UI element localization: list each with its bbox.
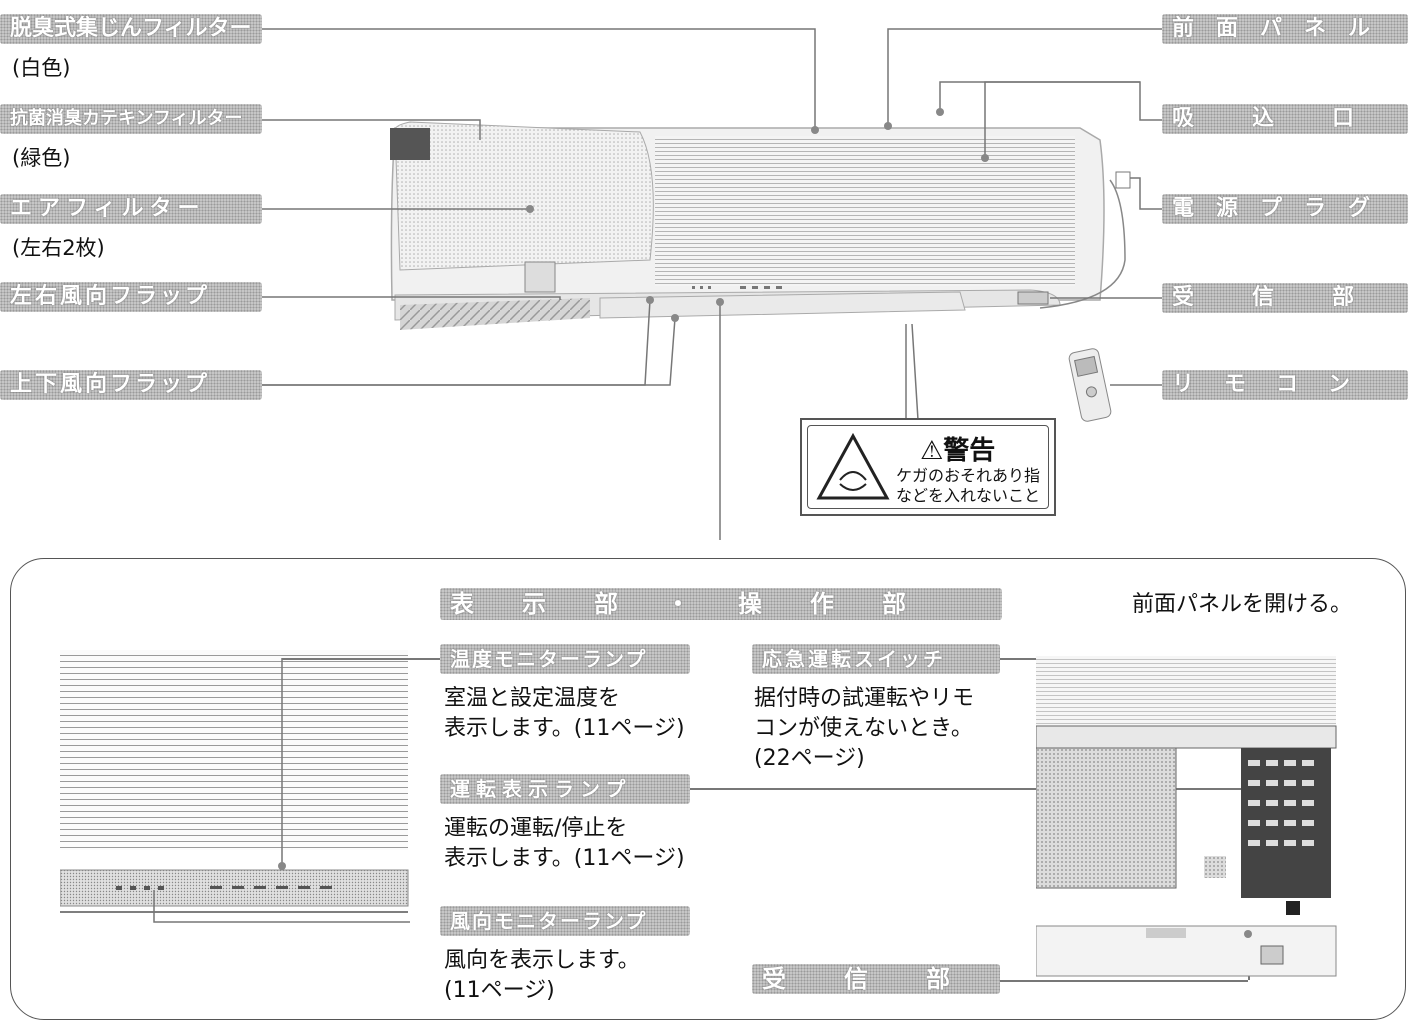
- temp-monitor-desc2: 表示します。(11ページ): [444, 716, 685, 741]
- direction-monitor-desc2: (11ページ): [444, 978, 555, 1003]
- flap-knob: [524, 261, 556, 293]
- run-lamp-desc1: 運転の運転/停止を: [444, 816, 628, 841]
- run-lamp-label: 運転表示ランプ: [440, 774, 690, 804]
- temp-monitor-leader: [282, 658, 442, 660]
- remote-control-illustration: [1068, 348, 1112, 422]
- warning-line2: などを入れないこと: [896, 486, 1041, 505]
- ud-flap-illustration: [599, 291, 966, 319]
- receiver-window: [1017, 291, 1049, 305]
- display-lamps: [692, 286, 782, 289]
- direction-monitor-desc1: 風向を表示します。: [444, 948, 640, 973]
- emergency-switch-label: 応急運転スイッチ: [752, 644, 1000, 674]
- air-filter-note: (左右2枚): [12, 236, 105, 260]
- catechin-filter-note: (緑色): [12, 146, 71, 170]
- ud-flap-label: 上下風向フラップ: [0, 370, 262, 400]
- air-filter-illustration: [394, 121, 654, 271]
- detail-receiver-label: 受信部: [752, 964, 1000, 994]
- warning-sticker: ⚠警告 ケガのおそれあり指 などを入れないこと: [800, 418, 1056, 516]
- warning-title: ⚠警告: [920, 436, 996, 466]
- receiver-label: 受信部: [1162, 283, 1408, 313]
- catechin-filter-label: 抗菌消臭カテキンフィルター: [0, 104, 262, 134]
- lr-flap-illustration: [400, 298, 590, 330]
- deodorizing-filter-label: 脱臭式集じんフィルター: [0, 14, 262, 44]
- receiver-leader: [1000, 980, 1248, 982]
- emergency-switch-desc1: 据付時の試運転やリモ: [754, 686, 975, 711]
- intake-label: 吸込口: [1162, 104, 1408, 134]
- detail-panel: [10, 558, 1406, 1020]
- unit-illustration: [262, 28, 1162, 540]
- warning-triangle-icon: [816, 432, 890, 500]
- lr-flap-label: 左右風向フラップ: [0, 282, 262, 312]
- run-lamp-leader: [690, 788, 1250, 790]
- display-operation-heading: 表示部・操作部: [440, 588, 1002, 620]
- intake-grille: [655, 136, 1075, 286]
- temp-monitor-label: 温度モニターランプ: [440, 644, 690, 674]
- deodorizing-filter-note: (白色): [12, 56, 71, 80]
- filter-frame-dark: [390, 128, 430, 160]
- emergency-switch-desc3: (22ページ): [754, 746, 865, 771]
- remote-label: リモコン: [1162, 370, 1408, 400]
- display-closeup: [60, 650, 410, 923]
- power-cord: [1039, 179, 1126, 309]
- leader-lines: [262, 28, 1162, 540]
- front-panel-label: 前面パネル: [1162, 14, 1408, 44]
- power-plug-label: 電源プラグ: [1162, 194, 1408, 224]
- run-lamp-desc2: 表示します。(11ページ): [444, 846, 685, 871]
- direction-monitor-label: 風向モニターランプ: [440, 906, 690, 936]
- temp-monitor-desc1: 室温と設定温度を: [444, 686, 621, 711]
- power-plug-illustration: [1115, 171, 1131, 189]
- warning-line1: ケガのおそれあり指: [896, 466, 1041, 485]
- opened-unit-illustration: [1036, 656, 1337, 977]
- opened-filter: [1036, 747, 1177, 889]
- emergency-switch-desc2: コンが使えないとき。: [754, 716, 973, 741]
- open-front-panel-note: 前面パネルを開ける。: [1132, 592, 1353, 617]
- indoor-unit: [390, 121, 1131, 330]
- air-filter-label: エアフィルター: [0, 194, 262, 224]
